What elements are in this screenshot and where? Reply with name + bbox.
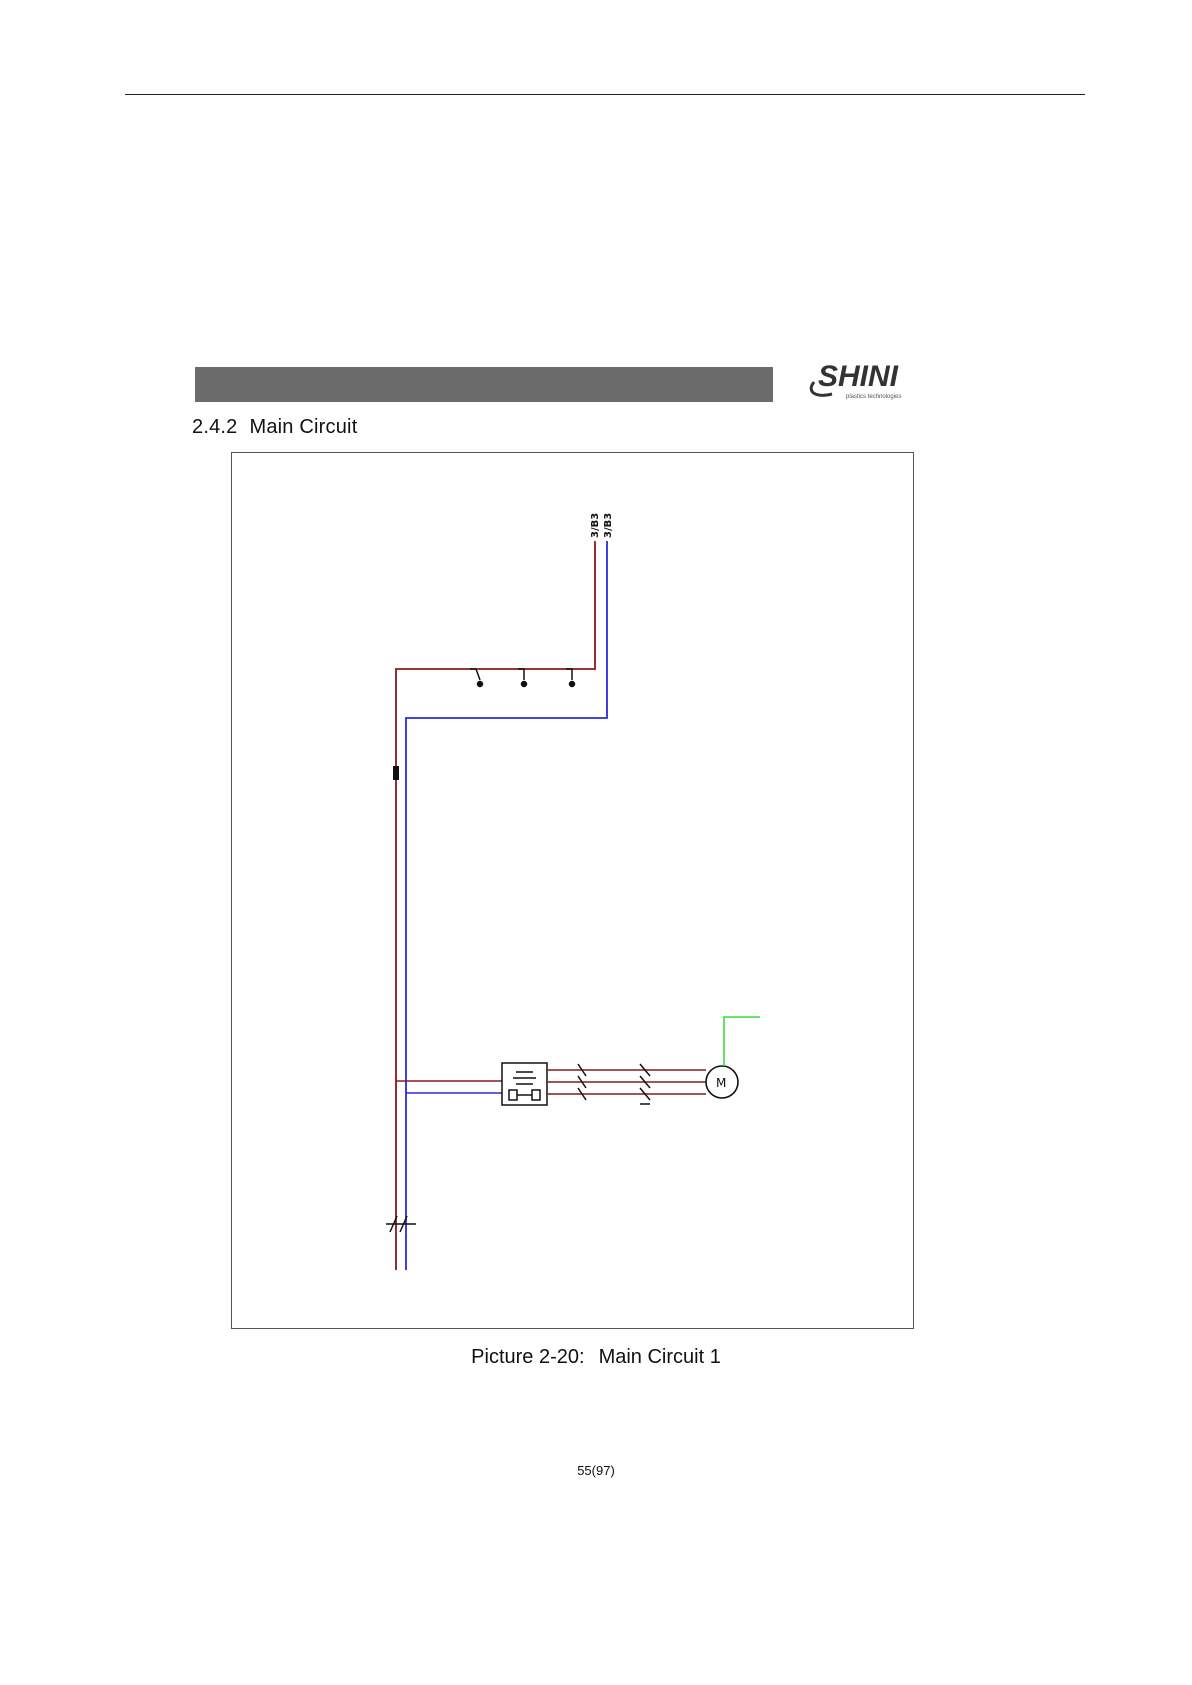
switch-s3 — [470, 669, 483, 687]
ref-label-neutral: 3/B3 — [603, 513, 614, 538]
neutral-wire — [406, 541, 607, 1270]
fuse — [393, 766, 399, 780]
phase-wire — [396, 541, 595, 1270]
ref-label-phase: 3/B3 — [590, 513, 601, 538]
earth-wire — [724, 1017, 760, 1066]
heater-unit — [502, 1063, 547, 1105]
motor-letter: M — [716, 1076, 726, 1090]
main-switch — [386, 1216, 416, 1232]
caption-label: Picture 2-20: — [471, 1346, 584, 1368]
switch-s5 — [566, 669, 575, 687]
switch-s4 — [518, 669, 527, 687]
figure-caption: Picture 2-20: Main Circuit 1 — [0, 1346, 1192, 1369]
page-number: 55(97) — [0, 1463, 1192, 1478]
caption-title: Main Circuit 1 — [599, 1346, 721, 1368]
